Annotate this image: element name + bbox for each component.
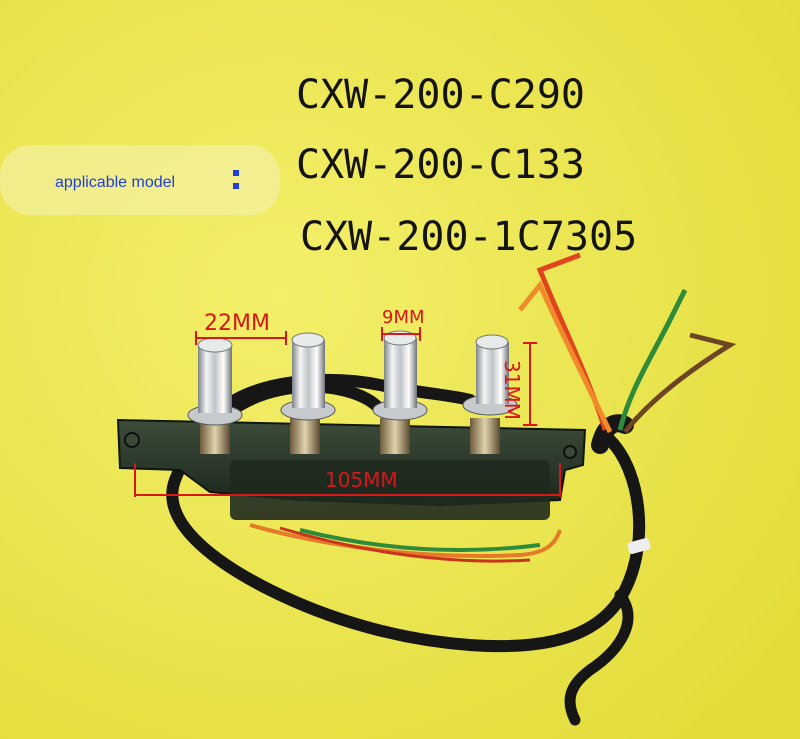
model-line-1: CXW-200-C290 [296,72,585,118]
under-wire-red [279,526,531,563]
mount-hole-right [563,445,577,459]
label-highlight [0,145,280,215]
black-cable-top [229,374,476,406]
black-cable [166,380,646,653]
knob-3 [372,330,428,421]
black-cable-tail [564,589,634,726]
wire-green [617,288,688,431]
knob-1 [187,337,243,426]
wire-brown [623,332,737,434]
knob-2 [280,332,336,421]
dimension-board-length: 105MM [325,468,398,492]
dimension-lines [134,327,561,497]
cable-tie [627,538,651,554]
dimension-knob-spacing: 22MM [204,311,270,336]
applicable-model-label: applicable model [55,174,176,191]
under-wire-green [299,528,541,552]
dimension-knob-height: 31MM [500,360,524,420]
knob-4 [462,334,518,416]
model-line-3: CXW-200-1C7305 [300,214,638,260]
under-wire-orange [249,523,562,558]
model-line-2: CXW-200-C133 [296,142,585,188]
board-lower-block [230,460,550,520]
mount-hole-left [124,432,140,448]
colon-marks [233,170,239,189]
dimension-knob-diameter: 9MM [382,307,425,328]
wire-orange [518,280,613,434]
